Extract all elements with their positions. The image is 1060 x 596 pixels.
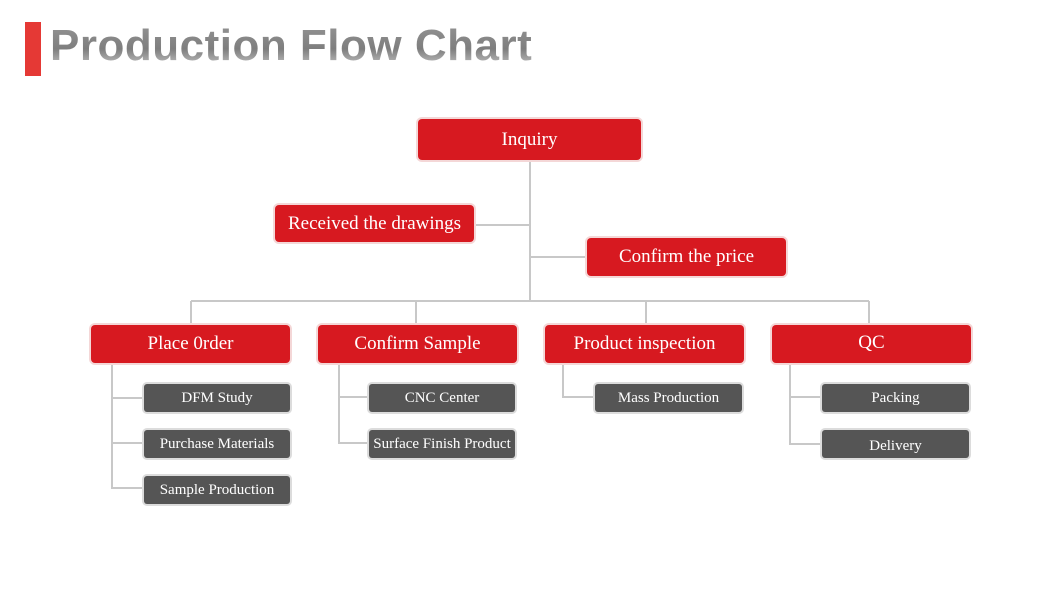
node-confirm-price: Confirm the price (587, 238, 786, 276)
node-surface-finish-product: Surface Finish Product (369, 430, 515, 458)
connector-col3 (562, 363, 596, 398)
node-inquiry: Inquiry (418, 119, 641, 160)
connector-col4 (789, 363, 823, 445)
node-qc: QC (772, 325, 971, 363)
title-accent-bar (25, 22, 41, 76)
node-delivery: Delivery (822, 430, 969, 458)
connector-col1 (111, 363, 145, 489)
node-dfm-study: DFM Study (144, 384, 290, 412)
node-place-order: Place 0rder (91, 325, 290, 363)
node-sample-production: Sample Production (144, 476, 290, 504)
node-product-inspection: Product inspection (545, 325, 744, 363)
node-confirm-sample: Confirm Sample (318, 325, 517, 363)
connector-col2 (338, 363, 370, 444)
node-packing: Packing (822, 384, 969, 412)
node-purchase-materials: Purchase Materials (144, 430, 290, 458)
page-title: Production Flow Chart (50, 16, 532, 76)
node-mass-production: Mass Production (595, 384, 742, 412)
node-cnc-center: CNC Center (369, 384, 515, 412)
node-received-drawings: Received the drawings (275, 205, 474, 242)
